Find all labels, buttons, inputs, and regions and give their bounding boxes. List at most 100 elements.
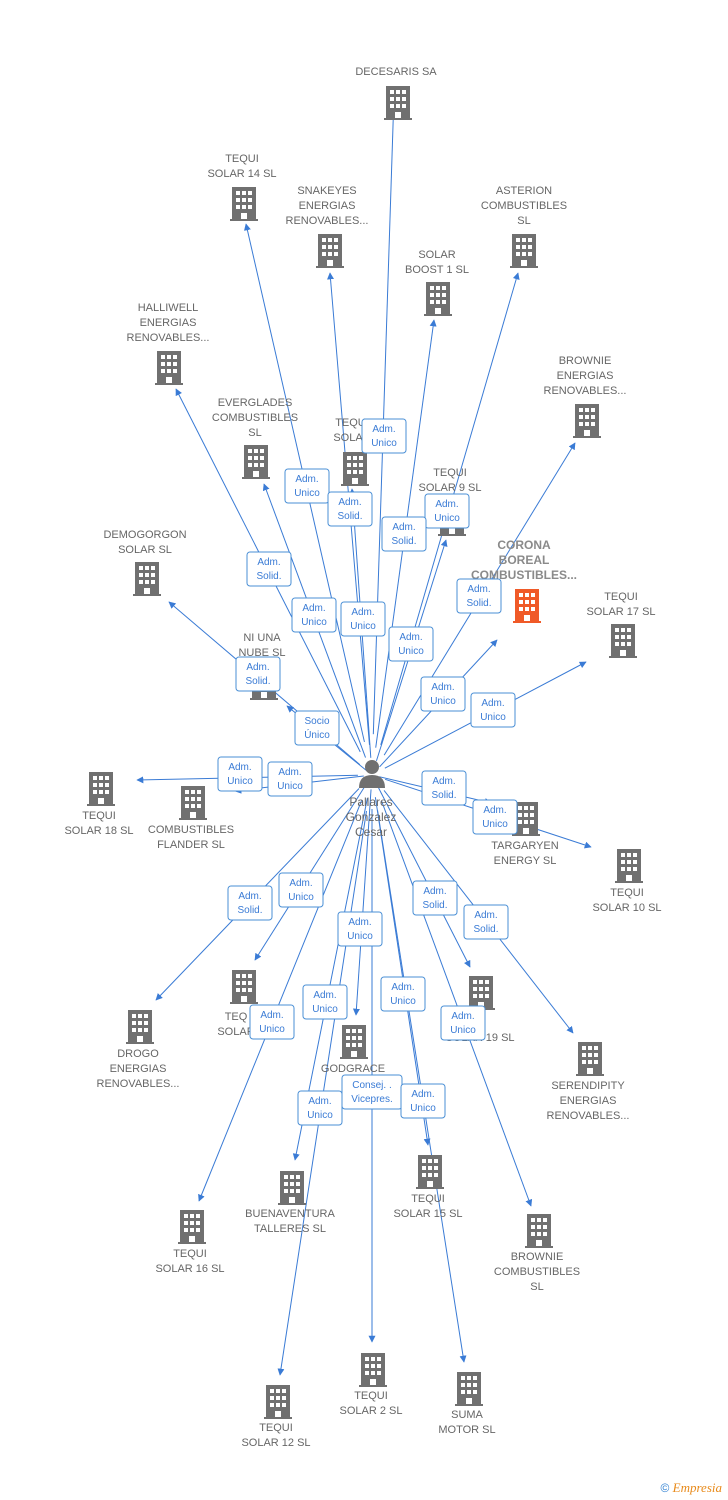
role-text: Unico [390, 996, 416, 1007]
company-name-line: SOLAR 10 SL [592, 902, 661, 914]
edge-role-label[interactable]: Adm.Unico [302, 984, 348, 1020]
role-box [217, 756, 263, 792]
company-node-serendipity[interactable]: SERENDIPITYENERGIASRENOVABLES... [547, 1042, 630, 1122]
edge-role-label[interactable]: Adm.Unico [361, 418, 407, 454]
footer-brand: © Empresia [660, 1480, 722, 1496]
role-box [420, 676, 466, 712]
company-name-line: ASTERION [496, 185, 552, 197]
company-node-brownie-energias[interactable]: BROWNIEENERGIASRENOVABLES... [544, 355, 627, 438]
edge-role-label[interactable]: Adm.Solid. [381, 516, 427, 552]
company-name-line: EVERGLADES [218, 397, 293, 409]
edge-role-label[interactable]: Adm.Unico [278, 872, 324, 908]
company-node-drogo[interactable]: DROGOENERGIASRENOVABLES... [97, 1010, 180, 1090]
building-icon [179, 786, 207, 820]
edge-role-label[interactable]: Adm.Solid. [463, 904, 509, 940]
edge-to-tequi-16 [198, 800, 363, 1202]
company-name-line: SOLAR [333, 432, 370, 444]
edge-role-label[interactable]: Adm.Unico [337, 911, 383, 947]
role-box [337, 911, 383, 947]
company-name-line: SOLAR 14 SL [207, 168, 276, 180]
role-box [361, 418, 407, 454]
edge-role-label[interactable]: Adm.Unico [291, 597, 337, 633]
role-text: Unico [450, 1025, 476, 1036]
edge-role-label[interactable]: Adm.Solid. [327, 491, 373, 527]
company-name-line: GODGRACE [321, 1063, 385, 1075]
edge-role-label[interactable]: Adm.Unico [420, 676, 466, 712]
building-icon [341, 452, 369, 486]
edge-role-label[interactable]: Adm.Unico [470, 692, 516, 728]
edge-role-label[interactable]: Adm.Unico [424, 493, 470, 529]
company-name-line: SOLAR 12 SL [241, 1437, 310, 1449]
edge-role-label[interactable]: Adm. Unico [400, 1083, 446, 1119]
edge-role-label[interactable]: Adm. Unico [380, 976, 426, 1012]
company-name-line: NUBE SL [238, 647, 285, 659]
role-text: Solid. [391, 536, 416, 547]
edge-role-label[interactable]: Adm.Unico [388, 626, 434, 662]
person-name-line: Gonzalez [346, 810, 397, 824]
role-text: Unico [301, 617, 327, 628]
role-box [249, 1004, 295, 1040]
company-node-halliwell[interactable]: HALLIWELLENERGIASRENOVABLES... [127, 302, 210, 385]
edge-role-label[interactable]: Adm.Solid. [246, 551, 292, 587]
building-icon [455, 1372, 483, 1406]
edge-role-label[interactable]: Adm.Unico [217, 756, 263, 792]
role-text: Solid. [245, 676, 270, 687]
company-name-line: SNAKEYES [297, 185, 356, 197]
company-name-line: RENOVABLES... [97, 1078, 180, 1090]
edge-role-label[interactable]: Adm.Solid. [227, 885, 273, 921]
role-text: Adm. [411, 1089, 434, 1100]
role-text: Adm. [391, 982, 414, 993]
role-text: Solid. [431, 790, 456, 801]
edge-role-label[interactable]: Adm.Solid. [421, 770, 467, 806]
edge-role-label[interactable]: Adm.Solid. [412, 880, 458, 916]
edge-role-label[interactable]: Adm.Unico [284, 468, 330, 504]
person-icon-body [359, 775, 385, 788]
edge-to-tequi-19 [377, 786, 471, 968]
person-name-line: Pallares [349, 795, 392, 809]
company-name-line: SL [530, 1281, 543, 1293]
company-name-line: DECESARIS SA [355, 66, 437, 78]
edge-role-label[interactable]: Adm.Unico [472, 799, 518, 835]
copyright-symbol: © [660, 1481, 670, 1495]
edge-role-label[interactable]: Adm.Unico [297, 1090, 343, 1126]
role-text: Unico [410, 1103, 436, 1114]
role-text: Adm. [435, 499, 458, 510]
edge-role-label[interactable]: Adm.Solid. [456, 578, 502, 614]
role-text: Adm. [474, 910, 497, 921]
edge-role-label[interactable]: Adm.Unico [249, 1004, 295, 1040]
company-name-line: TALLERES SL [254, 1223, 326, 1235]
edge-role-label[interactable]: Adm.Solid. [235, 656, 281, 692]
edge-role-label[interactable]: Adm.Unico [440, 1005, 486, 1041]
company-node-snakeyes[interactable]: SNAKEYESENERGIASRENOVABLES... [286, 185, 369, 268]
edge-role-label[interactable]: Consej. .Vicepres. [341, 1074, 403, 1110]
role-text: Unico [347, 931, 373, 942]
edge-role-label[interactable]: Adm.Unico [340, 601, 386, 637]
edge-role-label[interactable]: Adm.Unico [267, 761, 313, 797]
company-node-decesaris[interactable]: DECESARIS SA [355, 66, 437, 120]
building-icon [264, 1385, 292, 1419]
role-box [380, 976, 426, 1012]
